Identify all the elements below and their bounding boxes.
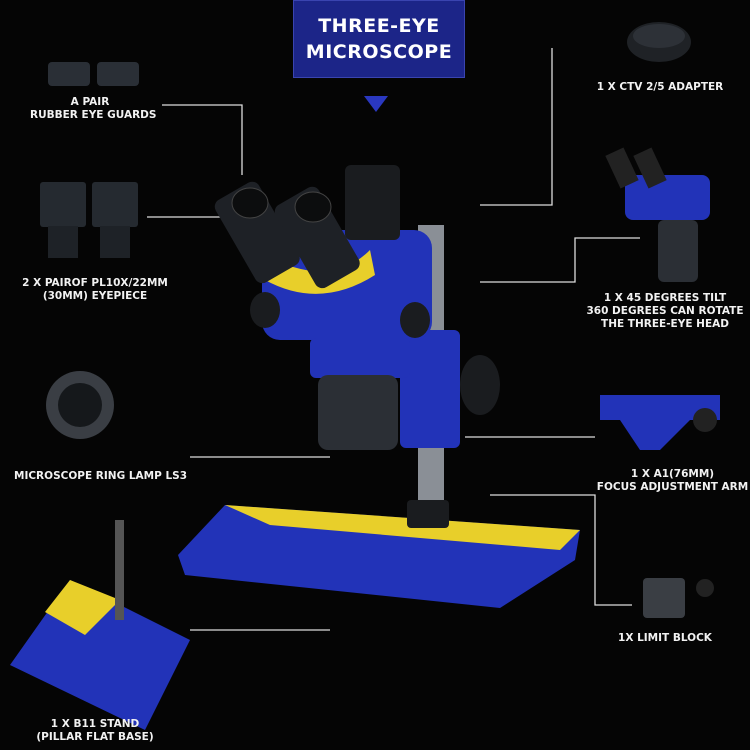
- label-line: (30MM) EYEPIECE: [42, 290, 148, 302]
- label-line: 360 DEGREES CAN ROTATE: [586, 305, 744, 317]
- label-line: 1 X A1(76MM): [630, 468, 715, 480]
- arm-image: [600, 395, 720, 450]
- label-eyepiece: 2 X PAIROF PL10X/22MM(30MM) EYEPIECE: [20, 277, 170, 303]
- label-line: 1 X B11 STAND: [50, 718, 140, 730]
- label-line: RUBBER EYE GUARDS: [30, 109, 157, 121]
- title-line2: MICROSCOPE: [305, 41, 453, 63]
- label-line: (PILLAR FLAT BASE): [36, 731, 154, 743]
- microscope-image: [178, 165, 580, 608]
- label-line: FOCUS ADJUSTMENT ARM: [596, 481, 749, 493]
- title-banner: THREE-EYE MICROSCOPE: [293, 0, 465, 78]
- adapter-image: [627, 22, 691, 62]
- label-line: MICROSCOPE RING LAMP LS3: [14, 470, 188, 482]
- label-line: 1 X CTV 2/5 ADAPTER: [596, 81, 724, 93]
- connector-lines: [147, 48, 640, 631]
- label-stand: 1 X B11 STAND(PILLAR FLAT BASE): [20, 718, 170, 744]
- title-line1: THREE-EYE: [318, 15, 440, 37]
- ring-lamp-image: [46, 371, 114, 439]
- stand-image: [10, 520, 190, 730]
- label-ring-lamp: MICROSCOPE RING LAMP LS3: [14, 470, 194, 483]
- down-arrow-icon: [364, 96, 388, 112]
- eye-guards-image: [48, 62, 139, 86]
- eyepieces-image: [40, 182, 138, 258]
- head-image: [605, 147, 710, 282]
- label-arm: 1 X A1(76MM)FOCUS ADJUSTMENT ARM: [595, 468, 750, 494]
- label-line: 2 X PAIROF PL10X/22MM: [22, 277, 168, 289]
- label-line: THE THREE-EYE HEAD: [601, 318, 729, 330]
- label-adapter: 1 X CTV 2/5 ADAPTER: [590, 81, 730, 94]
- label-limit-block: 1X LIMIT BLOCK: [610, 632, 720, 645]
- label-line: 1X LIMIT BLOCK: [618, 632, 712, 644]
- label-line: A PAIR: [70, 96, 110, 108]
- limit-block-image: [643, 578, 714, 618]
- label-line: 1 X 45 DEGREES TILT: [603, 292, 727, 304]
